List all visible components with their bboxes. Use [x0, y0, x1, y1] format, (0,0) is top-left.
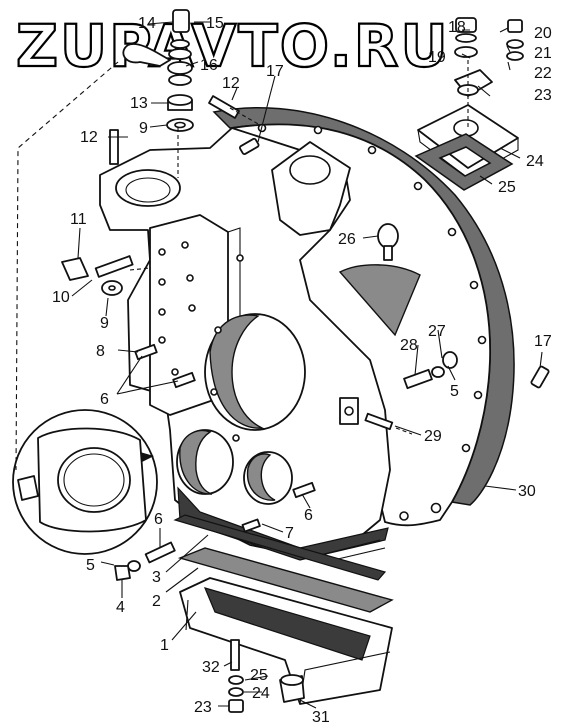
plate-holes — [158, 241, 244, 442]
callout-9: 9 — [139, 120, 148, 137]
flange-holes — [257, 123, 487, 521]
callout-12: 12 — [80, 129, 98, 146]
callout-32: 32 — [202, 659, 220, 676]
callout-29: 29 — [424, 428, 442, 445]
callout-16: 16 — [200, 57, 218, 74]
callout-21: 21 — [534, 45, 552, 62]
callout-25: 25 — [250, 667, 268, 684]
gasket-25 — [414, 133, 514, 191]
callout-12: 12 — [222, 75, 240, 92]
inner-web — [338, 264, 421, 337]
callout-1: 1 — [160, 637, 169, 654]
tube-14 — [122, 43, 171, 67]
callout-20: 20 — [534, 25, 552, 42]
callout-5: 5 — [450, 383, 459, 400]
callout-5: 5 — [86, 557, 95, 574]
callout-24: 24 — [252, 685, 270, 702]
callout-2: 2 — [152, 593, 161, 610]
pan-gasket-2 — [177, 547, 394, 613]
leader-lines — [15, 21, 543, 709]
flywheel-housing-drawing — [99, 106, 515, 563]
callout-9: 9 — [100, 315, 109, 332]
callout-31: 31 — [312, 709, 330, 726]
callout-24: 24 — [526, 153, 544, 170]
top-bore — [115, 169, 181, 207]
callout-6: 6 — [100, 391, 109, 408]
callout-17: 17 — [266, 63, 284, 80]
callout-8: 8 — [96, 343, 105, 360]
callout-23: 23 — [194, 699, 212, 716]
callout-19: 19 — [428, 49, 446, 66]
callout-30: 30 — [518, 483, 536, 500]
watermark: ZUPAVTO.RU — [16, 12, 450, 80]
callout-4: 4 — [116, 599, 125, 616]
callout-7: 7 — [285, 525, 294, 542]
pan-gasket-3 — [173, 514, 387, 581]
callout-15: 15 — [206, 15, 224, 32]
callout-11: 11 — [70, 211, 87, 228]
callout-6: 6 — [154, 511, 163, 528]
fasteners — [61, 9, 550, 713]
callout-18: 18 — [448, 19, 466, 36]
callout-28: 28 — [400, 337, 418, 354]
callout-labels: 14 15 16 13 12 17 9 12 18 19 20 21 22 23… — [52, 15, 552, 726]
callout-25: 25 — [498, 179, 516, 196]
detail-inset-drawing — [12, 409, 158, 555]
cover-plate-assembly — [414, 69, 519, 191]
callout-13: 13 — [130, 95, 148, 112]
callout-27: 27 — [428, 323, 446, 340]
oil-pan-assembly — [173, 514, 394, 705]
callout-6: 6 — [304, 507, 313, 524]
callout-10: 10 — [52, 289, 70, 306]
callout-23: 23 — [534, 87, 552, 104]
callout-26: 26 — [338, 231, 356, 248]
callout-14: 14 — [138, 15, 156, 32]
callout-17: 17 — [534, 333, 552, 350]
callout-3: 3 — [152, 569, 161, 586]
callout-22: 22 — [534, 65, 552, 82]
eye-bolt-26 — [377, 223, 399, 249]
